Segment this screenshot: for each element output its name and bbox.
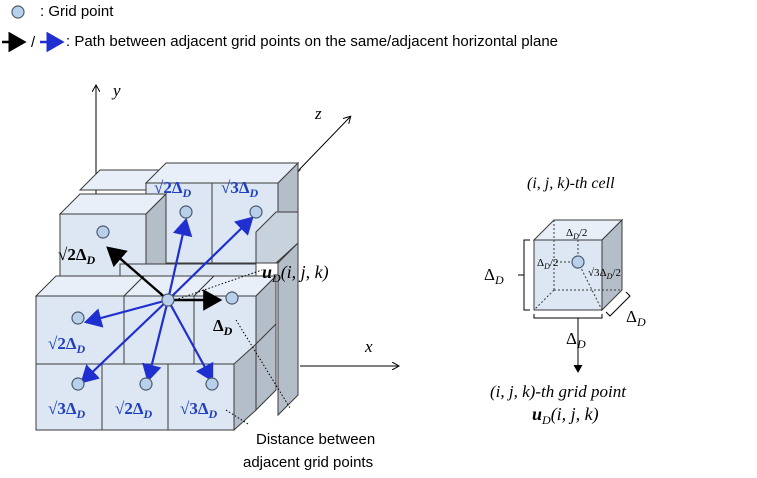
label-u-d: uD(i, j, k) <box>262 262 329 285</box>
bracket-depth <box>605 291 631 317</box>
label-delta-right: ΔD <box>626 307 646 329</box>
label-sqrt3-top: √3ΔD <box>221 178 259 200</box>
pointer-distance-1 <box>225 409 249 425</box>
cell-grid-point <box>571 255 585 269</box>
cube-side <box>255 322 277 412</box>
grid-point-legend-icon <box>11 5 25 19</box>
cube-face <box>167 363 235 431</box>
cube-face <box>35 363 103 431</box>
grid-point-caption: (i, j, k)-th grid point <box>490 382 627 401</box>
legend-path-text: : Path between adjacent grid points on t… <box>66 32 558 50</box>
dotted-pointers <box>171 269 291 425</box>
label-sqrt3-bottom-left: √3ΔD <box>48 399 86 421</box>
bracket-bottom <box>533 314 603 319</box>
grid-point <box>96 225 110 239</box>
grid-point <box>205 377 219 391</box>
label-delta-left: ΔD <box>484 265 504 287</box>
x-axis-label: x <box>364 337 373 356</box>
label-half-top: ΔD/2 <box>566 227 587 241</box>
single-cell: (i, j, k)-th cell ΔD/2 ΔD/2 √3ΔD/2 ΔD ΔD… <box>484 175 646 427</box>
blue-path-arrow <box>142 299 170 383</box>
grid-point-center <box>161 293 175 307</box>
diag-line <box>577 261 603 311</box>
legend-grid-point-text: : Grid point <box>40 2 114 20</box>
blue-path-arrow <box>166 217 193 301</box>
grid-point <box>179 205 193 219</box>
blue-path-arrow <box>80 299 169 384</box>
label-sqrt2-bottom: √2ΔD <box>115 399 153 421</box>
legend-separator: / <box>31 34 36 51</box>
label-diag: √3ΔD/2 <box>588 267 621 281</box>
cell-side-face <box>601 218 623 312</box>
label-delta-black: ΔD <box>213 316 233 338</box>
annotation-line-1: Distance between <box>256 431 375 448</box>
label-sqrt2-black: √2ΔD <box>58 245 96 267</box>
bracket-left <box>523 239 530 311</box>
path-arrows <box>80 216 254 384</box>
cell-title: (i, j, k)-th cell <box>527 175 615 192</box>
label-delta-bottom: ΔD <box>566 329 586 351</box>
blue-path-arrow <box>167 299 214 382</box>
label-sqrt2-left: √2ΔD <box>48 334 86 356</box>
label-sqrt2-top: √2ΔD <box>154 178 192 200</box>
black-path-arrow <box>106 246 169 301</box>
path-legend-icons: / <box>2 32 65 52</box>
z-axis-label: z <box>314 104 322 123</box>
cube-side <box>255 211 299 264</box>
grid-point <box>225 291 239 305</box>
hidden-edge <box>533 289 555 311</box>
grid-point-u-label: uD(i, j, k) <box>532 404 599 427</box>
cube-face <box>35 295 125 365</box>
label-half-left: ΔD/2 <box>537 257 558 271</box>
left-diagram-labels: √2ΔD √3ΔD √2ΔD ΔD √2ΔD √3ΔD √2ΔD √3ΔD <box>48 178 259 421</box>
grid-point <box>249 205 263 219</box>
grid-point <box>71 311 85 325</box>
grid-point <box>71 377 85 391</box>
legend-path: / : Path between adjacent grid points on… <box>0 32 558 52</box>
legend-grid-point: : Grid point <box>0 2 113 22</box>
cube-stack <box>34 161 302 432</box>
annotation-line-2: adjacent grid points <box>243 454 373 471</box>
label-sqrt3-bottom-right: √3ΔD <box>180 399 218 421</box>
grid-point <box>139 377 153 391</box>
blue-path-arrow <box>167 216 254 301</box>
grid-points <box>71 205 263 391</box>
blue-path-arrow <box>83 298 169 328</box>
y-axis-label: y <box>111 81 121 100</box>
cube-face <box>101 363 169 431</box>
cube-top <box>144 162 300 184</box>
